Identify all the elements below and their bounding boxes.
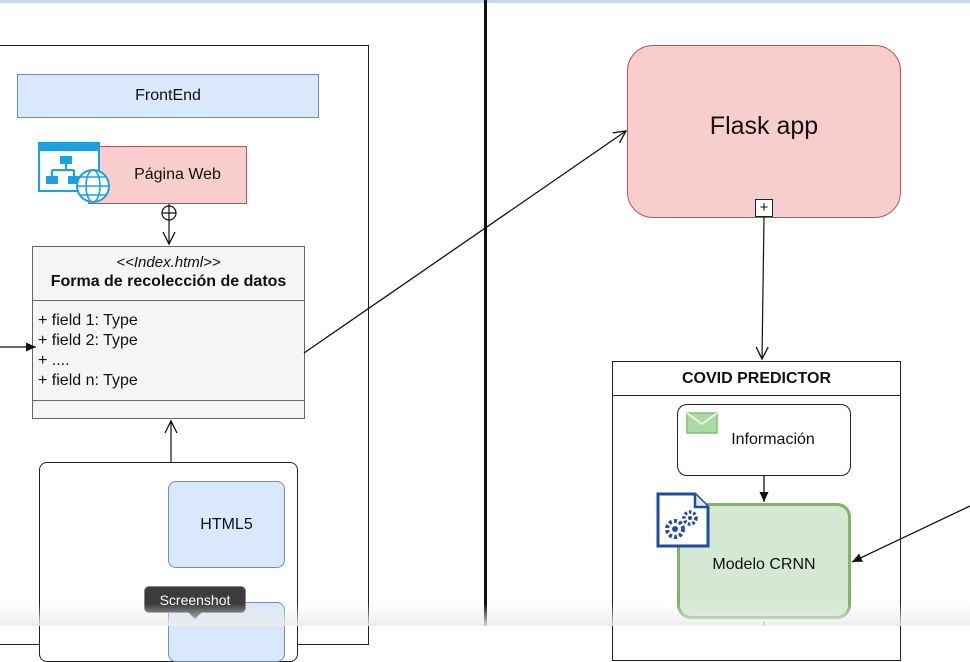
form-to-flask-arrow xyxy=(303,130,628,354)
flask-app-node[interactable]: Flask app xyxy=(627,45,901,218)
gear-document-icon xyxy=(656,492,710,548)
frontend-title[interactable]: FrontEnd xyxy=(17,74,319,118)
external-to-model-arrow xyxy=(851,505,970,563)
globe-icon xyxy=(76,169,110,203)
form-class-header: <<Index.html>> Forma de recolección de d… xyxy=(33,247,304,301)
form-field[interactable]: + field n: Type xyxy=(38,372,138,389)
modelo-crnn-label: Modelo CRNN xyxy=(712,556,816,573)
html5-node[interactable]: HTML5 xyxy=(168,481,285,568)
form-field[interactable]: + field 2: Type xyxy=(38,332,138,349)
pagina-web-label: Página Web xyxy=(134,166,221,183)
expand-icon[interactable]: + xyxy=(755,199,773,217)
form-field[interactable]: + .... xyxy=(38,352,70,369)
form-class-name: Forma de recolección de datos xyxy=(50,273,287,290)
web-to-form-connector xyxy=(161,204,177,246)
form-class-fields: + field 1: Type + field 2: Type + .... +… xyxy=(38,311,138,391)
modelo-crnn-node[interactable]: Modelo CRNN xyxy=(677,503,851,619)
bottom-fade xyxy=(0,604,970,626)
flask-app-label: Flask app xyxy=(709,112,819,140)
envelope-icon xyxy=(686,412,718,434)
connectors xyxy=(0,130,970,626)
informacion-label: Información xyxy=(731,431,815,448)
web-sitemap-icon xyxy=(38,142,110,203)
flask-to-predictor-arrow xyxy=(755,216,769,361)
swimlane-divider xyxy=(484,0,487,626)
pagina-web-node[interactable]: Página Web xyxy=(88,146,247,204)
covid-predictor-title: COVID PREDICTOR xyxy=(613,362,900,396)
form-field[interactable]: + field 1: Type xyxy=(38,312,138,329)
form-class-stereotype: <<Index.html>> xyxy=(116,254,221,271)
form-class-separator xyxy=(33,400,304,401)
form-class-box[interactable]: <<Index.html>> Forma de recolección de d… xyxy=(32,246,305,419)
